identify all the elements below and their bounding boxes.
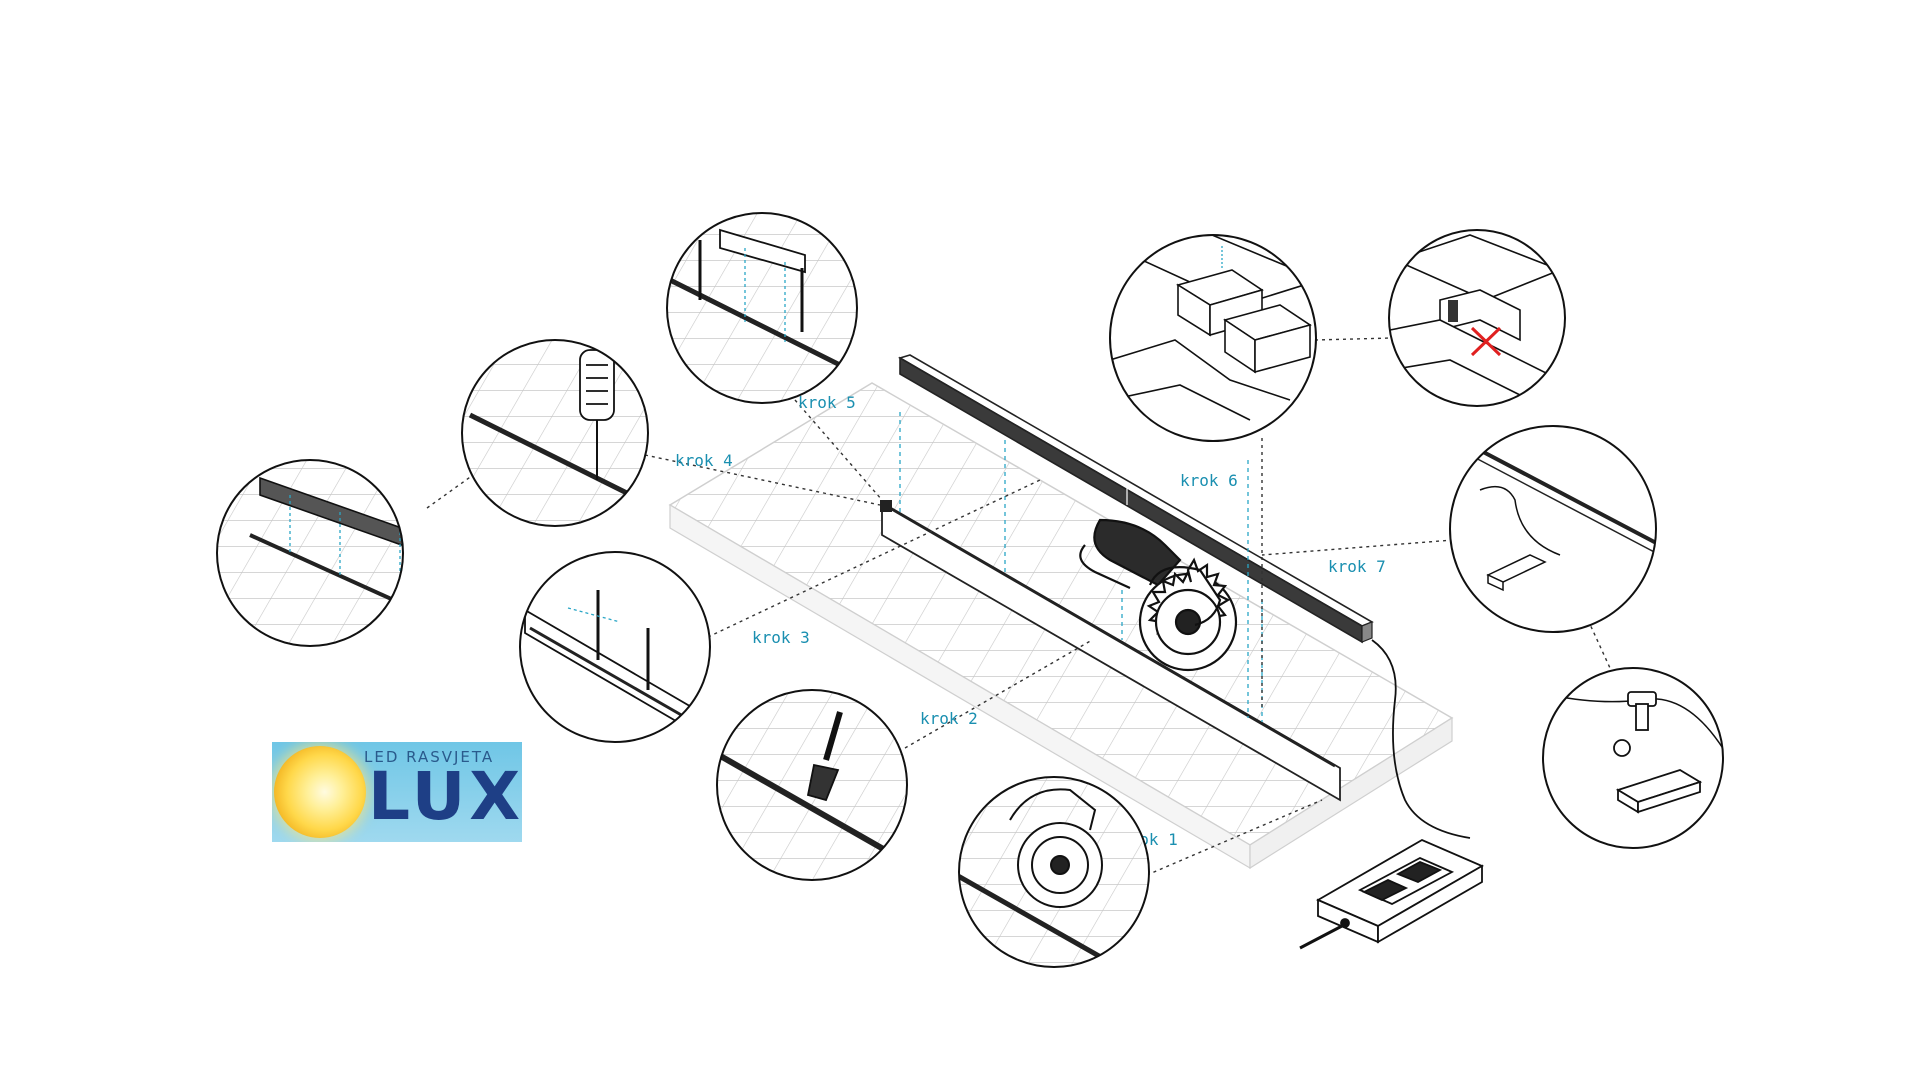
step-label-4: krok 4 (675, 451, 733, 470)
drill-icon (579, 349, 615, 480)
cross-icon (1470, 326, 1502, 357)
step-label-5: krok 5 (798, 393, 856, 412)
detail-circle-anchors (519, 551, 711, 743)
detail-circle-bricks (1109, 234, 1317, 442)
brush-icon (806, 711, 843, 802)
detail-circle-saw-cut (958, 776, 1150, 968)
step-label-6: krok 6 (1180, 471, 1238, 490)
connector-lines (426, 337, 1611, 876)
power-supply (1299, 639, 1484, 950)
detail-circle-mount (666, 212, 858, 404)
detail-circle-profile (216, 459, 404, 647)
step-label-7: krok 7 (1328, 557, 1386, 576)
detail-circle-connector (1542, 667, 1724, 849)
logo-top-text: LED RASVJETA (364, 748, 495, 766)
led-channel (880, 500, 1341, 802)
detail-circle-warning (1388, 229, 1566, 407)
detail-circle-cable (1449, 425, 1657, 633)
sun-icon (274, 746, 366, 838)
led-profile-bar (898, 354, 1374, 644)
step-label-2: krok 2 (920, 709, 978, 728)
detail-circle-brush (716, 689, 908, 881)
guide-lines (899, 412, 1263, 722)
step-labels: krok 1 krok 2 krok 3 krok 4 krok 5 krok … (675, 393, 1386, 849)
circular-saw-icon (1079, 518, 1238, 672)
brand-logo: LED RASVJETA LUX (272, 742, 522, 842)
step-label-3: krok 3 (752, 628, 810, 647)
logo-main-text: LUX (368, 758, 522, 835)
detail-circle-drill (461, 339, 649, 527)
